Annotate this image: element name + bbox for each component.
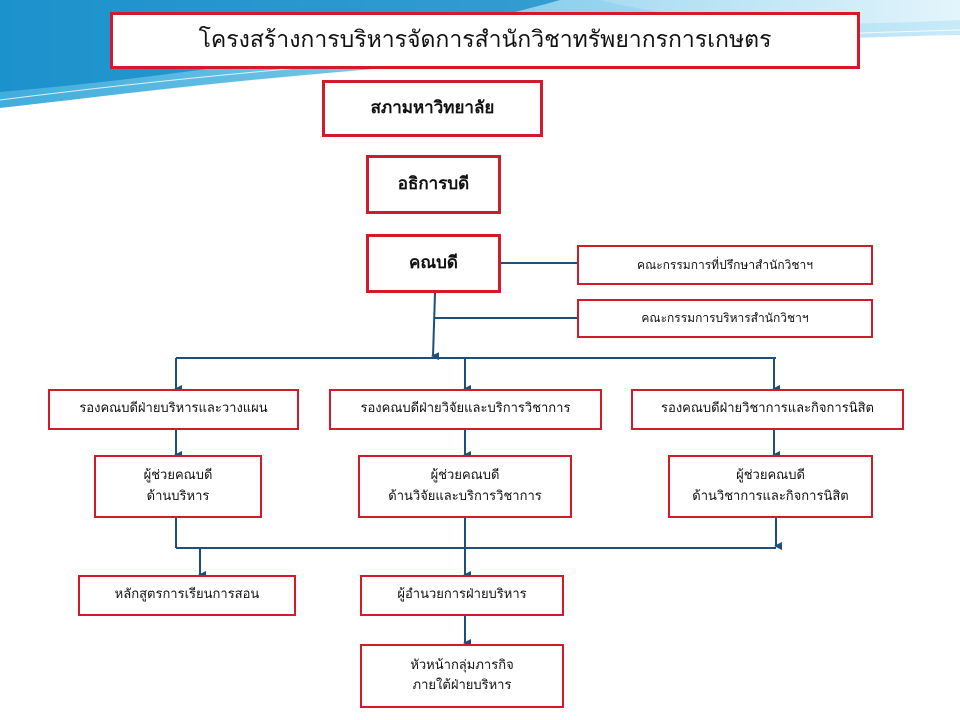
assistant-dean-admin-box: ผู้ช่วยคณบดี ด้านบริหาร [94, 455, 262, 518]
assistant-dean-academic-line1: ผู้ช่วยคณบดี [736, 468, 805, 484]
assistant-dean-research-line1: ผู้ช่วยคณบดี [430, 468, 500, 484]
admin-director-label: ผู้อำนวยการฝ่ายบริหาร [397, 587, 527, 603]
assistant-dean-admin-line2: ด้านบริหาร [146, 488, 210, 504]
curriculum-label: หลักสูตรการเรียนการสอน [114, 587, 260, 603]
president-box: อธิการบดี [366, 155, 501, 214]
admin-director-box: ผู้อำนวยการฝ่ายบริหาร [360, 575, 564, 616]
assistant-dean-academic-box: ผู้ช่วยคณบดี ด้านวิชาการและกิจการนิสิต [668, 455, 873, 518]
dean-label: คณบดี [409, 253, 458, 274]
advisory-committee-label: คณะกรรมการที่ปรึกษาสำนักวิชาฯ [637, 257, 813, 272]
vice-dean-admin-box: รองคณบดีฝ่ายบริหารและวางแผน [48, 389, 299, 430]
connector-dean-down [431, 292, 440, 361]
dean-box: คณบดี [366, 234, 501, 293]
assistant-dean-research-line2: ด้านวิจัยและบริการวิชาการ [388, 488, 542, 504]
page-title: โครงสร้างการบริหารจัดการสำนักวิชาทรัพยาก… [110, 12, 860, 69]
assistant-dean-academic-line2: ด้านวิชาการและกิจการนิสิต [692, 488, 849, 504]
vice-dean-academic-label: รองคณบดีฝ่ายวิชาการและกิจการนิสิต [661, 401, 874, 417]
vice-dean-research-box: รองคณบดีฝ่ายวิจัยและบริการวิชาการ [329, 389, 602, 430]
admin-committee-label: คณะกรรมการบริหารสำนักวิชาฯ [641, 311, 809, 326]
page-title-text: โครงสร้างการบริหารจัดการสำนักวิชาทรัพยาก… [198, 26, 772, 53]
vice-dean-admin-label: รองคณบดีฝ่ายบริหารและวางแผน [79, 401, 268, 417]
council-label: สภามหาวิทยาลัย [370, 98, 495, 119]
assistant-dean-admin-line1: ผู้ช่วยคณบดี [143, 468, 213, 484]
council-box: สภามหาวิทยาลัย [322, 80, 543, 137]
mission-head-line2: ภายใต้ฝ่ายบริหาร [412, 678, 512, 693]
mission-head-box: หัวหน้ากลุ่มภารกิจ ภายใต้ฝ่ายบริหาร [360, 644, 564, 708]
vice-dean-research-label: รองคณบดีฝ่ายวิจัยและบริการวิชาการ [360, 401, 571, 417]
vice-dean-academic-box: รองคณบดีฝ่ายวิชาการและกิจการนิสิต [631, 389, 904, 430]
mission-head-line1: หัวหน้ากลุ่มภารกิจ [410, 657, 514, 673]
admin-committee-box: คณะกรรมการบริหารสำนักวิชาฯ [577, 299, 873, 338]
advisory-committee-box: คณะกรรมการที่ปรึกษาสำนักวิชาฯ [577, 245, 873, 285]
president-label: อธิการบดี [397, 174, 470, 195]
curriculum-box: หลักสูตรการเรียนการสอน [78, 575, 296, 616]
assistant-dean-research-box: ผู้ช่วยคณบดี ด้านวิจัยและบริการวิชาการ [358, 455, 572, 518]
